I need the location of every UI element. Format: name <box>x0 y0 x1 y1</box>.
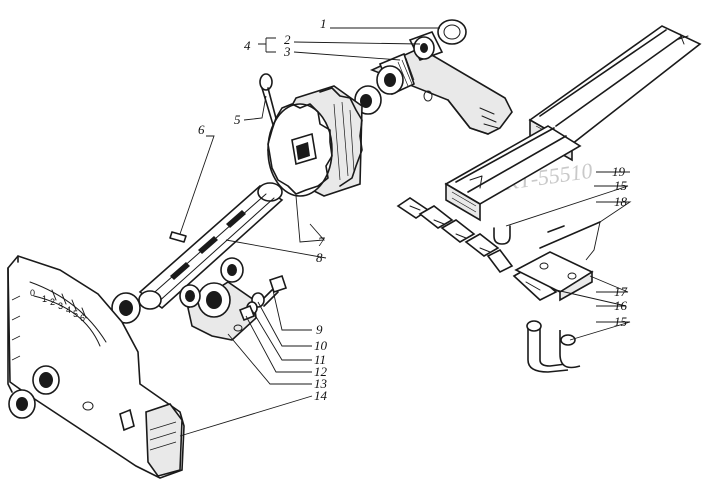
scale-marks: 0 1 2 3 4 5 6 <box>30 288 85 323</box>
scale-mark: 4 <box>66 305 71 315</box>
callout-15-top: 15 <box>614 178 628 193</box>
scale-mark: 0 <box>30 288 35 298</box>
callout-3: 3 <box>283 44 291 59</box>
scale-mark: 2 <box>50 297 55 307</box>
leader-lines <box>179 27 632 437</box>
part-18-pin <box>539 221 601 249</box>
part-7-double-sprocket <box>267 85 363 197</box>
plate-nut <box>8 389 36 419</box>
callout-17: 17 <box>614 284 628 299</box>
part-15-u-bolt-large <box>526 320 581 373</box>
part-8-splined-shaft <box>138 182 284 310</box>
part-2-bushing <box>408 31 444 61</box>
part-19-channel-guides <box>444 25 702 222</box>
callout-2: 2 <box>284 32 291 47</box>
callout-8: 8 <box>316 250 323 265</box>
scale-mark: 5 <box>73 309 78 319</box>
callouts: 1 2 3 4 5 6 7 8 9 10 11 12 13 14 15 15 1… <box>198 16 628 403</box>
part-12-nut <box>238 304 256 322</box>
callout-6: 6 <box>198 122 205 137</box>
part-13-bearing-block <box>179 257 257 341</box>
roller-chain <box>396 197 558 301</box>
callout-7: 7 <box>318 234 325 249</box>
part-15-u-bolt-small <box>493 225 511 245</box>
callout-12: 12 <box>314 364 328 379</box>
part-6-key <box>169 231 187 243</box>
part-14-quadrant-plate: 0 1 2 3 4 5 6 <box>7 255 185 479</box>
callout-11: 11 <box>314 352 326 367</box>
scale-mark: 6 <box>80 313 85 323</box>
callout-9: 9 <box>316 322 323 337</box>
shaft-bushing <box>111 292 141 324</box>
callout-13: 13 <box>314 376 328 391</box>
callout-5: 5 <box>234 112 241 127</box>
callout-15-bottom: 15 <box>614 314 628 329</box>
callout-16: 16 <box>614 298 628 313</box>
callout-19: 19 <box>612 164 626 179</box>
callout-1: 1 <box>320 16 327 31</box>
part-3-bushing <box>376 52 415 96</box>
callout-18: 18 <box>614 194 628 209</box>
scale-mark: 1 <box>42 294 47 304</box>
part-1-washer <box>437 19 467 45</box>
callout-14: 14 <box>314 388 328 403</box>
part-4-bracket-assembly <box>369 31 513 135</box>
scale-mark: 3 <box>58 301 63 311</box>
callout-10: 10 <box>314 338 328 353</box>
callout-4: 4 <box>244 38 251 53</box>
